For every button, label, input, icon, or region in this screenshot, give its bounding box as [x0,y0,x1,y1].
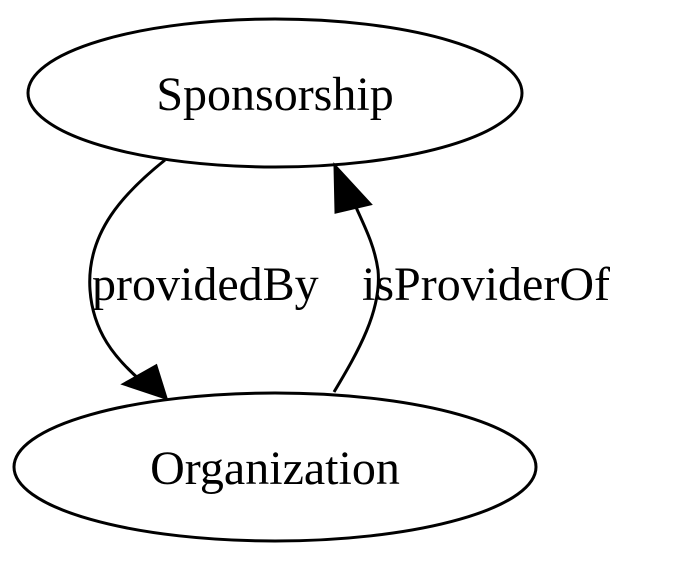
node-organization-label: Organization [150,442,400,495]
edge-is-provider-of-line [332,197,380,393]
node-organization[interactable]: Organization [12,391,538,543]
edge-provided-by-line [88,158,166,382]
node-organization-shape [12,391,538,543]
node-sponsorship-shape [26,17,524,169]
edge-provided-by-label: providedBy [92,258,319,311]
node-sponsorship-label: Sponsorship [156,68,393,121]
edge-is-provider-of-label: isProviderOf [362,258,610,311]
node-sponsorship[interactable]: Sponsorship [26,17,524,169]
edge-is-provider-of[interactable]: isProviderOf [332,162,610,393]
edge-is-provider-of-arrowhead [333,162,373,214]
edge-provided-by-arrowhead [120,363,169,401]
edge-provided-by[interactable]: providedBy [88,158,319,401]
